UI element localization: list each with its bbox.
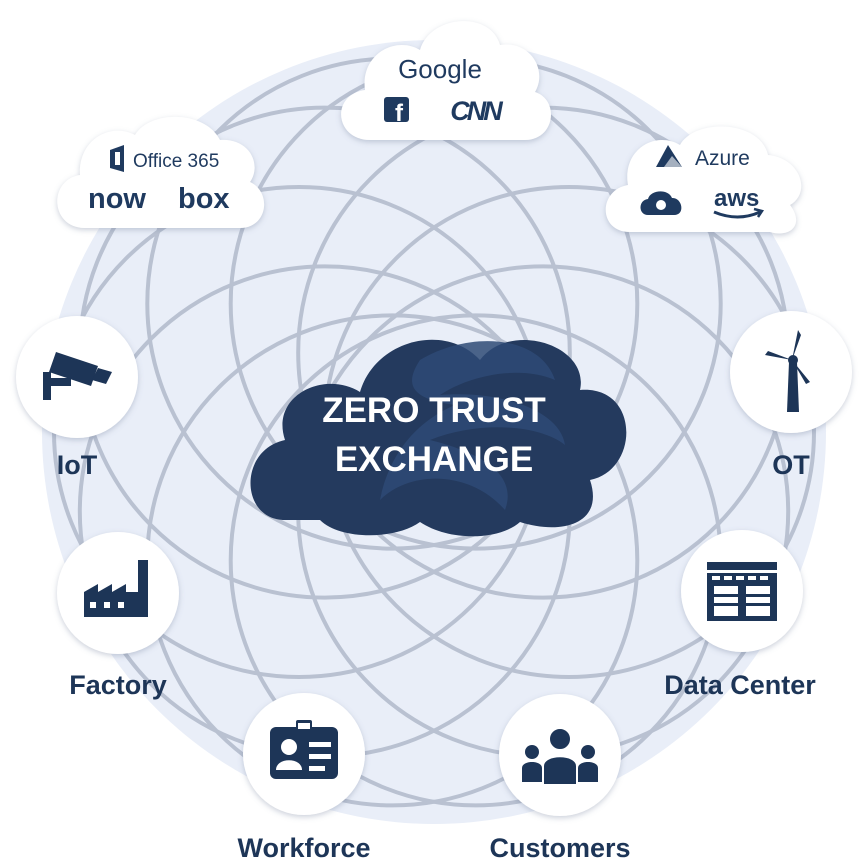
network-rings	[52, 56, 816, 808]
customers-label: Customers	[489, 833, 630, 863]
cctv-camera-icon	[43, 352, 112, 400]
workforce-label: Workforce	[237, 833, 370, 863]
cnn-logo: CNN	[450, 96, 503, 126]
box-logo: box	[178, 183, 230, 215]
aws-logo: aws	[714, 185, 759, 212]
office-icon	[110, 145, 124, 172]
node-iot: IoT	[16, 316, 138, 480]
data-center-icon	[707, 562, 777, 621]
aws-smile	[713, 210, 761, 219]
zero-trust-exchange-cloud: ZERO TRUST EXCHANGE	[250, 339, 627, 537]
facebook-icon: f	[384, 97, 409, 127]
google-logo: Google	[398, 54, 482, 84]
customers-icon	[522, 727, 598, 786]
node-factory: Factory	[57, 532, 179, 700]
node-workforce: Workforce	[237, 693, 371, 863]
id-badge-icon	[270, 720, 338, 779]
svg-text:f: f	[395, 100, 404, 127]
wind-turbine-icon	[765, 330, 810, 412]
cloud-left	[57, 116, 265, 228]
node-datacenter: Data Center	[664, 530, 816, 700]
factory-icon	[84, 560, 148, 617]
center-title-line2: EXCHANGE	[335, 440, 533, 479]
datacenter-label: Data Center	[664, 670, 816, 700]
ot-label: OT	[772, 450, 810, 480]
google-cloud-icon	[640, 191, 682, 215]
iot-label: IoT	[57, 450, 98, 480]
office-365-label: Office 365	[133, 151, 219, 172]
node-customers: Customers	[489, 694, 631, 863]
azure-icon	[656, 145, 682, 167]
aws-arrow	[753, 207, 765, 218]
now-logo: now	[88, 183, 146, 215]
node-ot: OT	[730, 311, 852, 480]
factory-label: Factory	[69, 670, 167, 700]
center-title-line1: ZERO TRUST	[322, 391, 546, 430]
azure-label: Azure	[695, 147, 750, 170]
